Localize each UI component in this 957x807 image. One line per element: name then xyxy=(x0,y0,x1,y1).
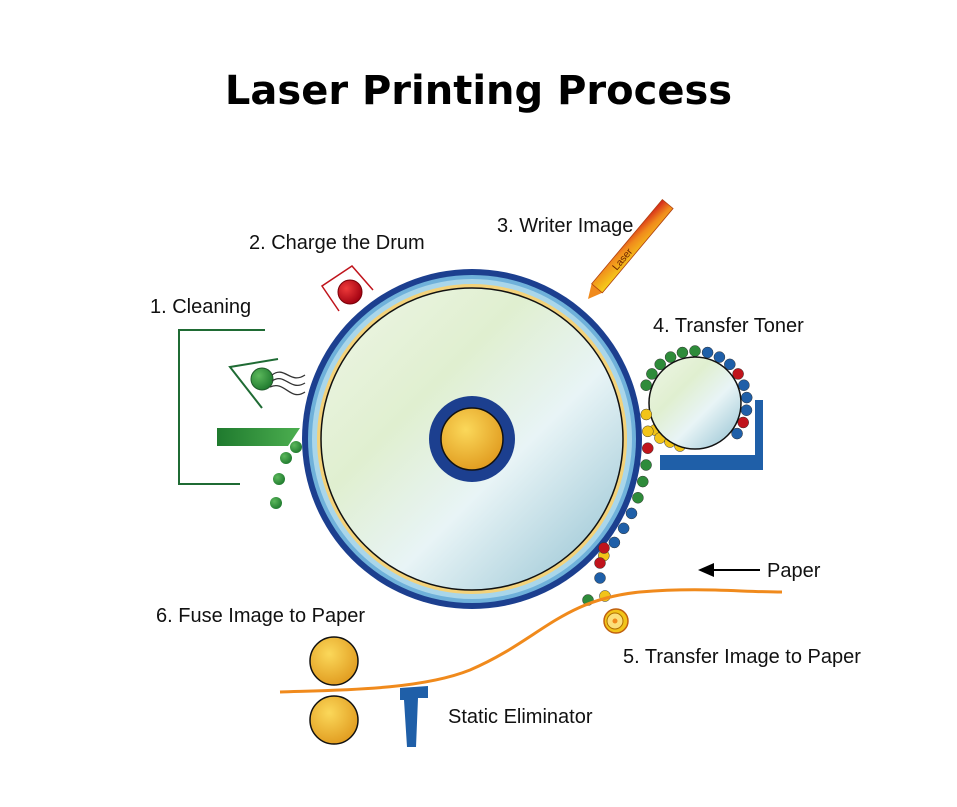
toner-particle xyxy=(737,416,749,429)
toner-particle xyxy=(594,557,606,569)
toner-particle xyxy=(724,358,736,371)
toner-particle xyxy=(646,368,658,380)
toner-particle xyxy=(608,536,621,549)
toner-particle xyxy=(740,404,753,416)
cleaning-unit xyxy=(178,329,306,509)
toner-particle xyxy=(594,572,606,584)
label-static-eliminator: Static Eliminator xyxy=(448,706,593,728)
label-fuse: 6. Fuse Image to Paper xyxy=(156,605,365,627)
toner-particle xyxy=(713,351,726,363)
paper-arrow-icon xyxy=(698,563,760,577)
toner-particle xyxy=(676,346,689,359)
toner-particle xyxy=(640,408,653,421)
toner-particle xyxy=(654,358,666,371)
charge-roller xyxy=(320,265,374,312)
paper-path xyxy=(279,588,783,694)
label-cleaning: 1. Cleaning xyxy=(150,296,251,318)
label-writer: 3. Writer Image xyxy=(497,215,633,237)
toner-roller xyxy=(640,345,763,470)
toner-particle xyxy=(640,459,652,471)
toner-particle xyxy=(664,351,677,363)
toner-particle xyxy=(732,368,744,380)
static-eliminator xyxy=(400,686,428,747)
toner-particle xyxy=(642,442,654,454)
toner-particle xyxy=(731,427,743,440)
label-transfer-image: 5. Transfer Image to Paper xyxy=(623,646,861,668)
toner-particle xyxy=(617,522,630,535)
fuser-rollers xyxy=(309,636,359,745)
toner-particle xyxy=(632,492,644,504)
label-charge: 2. Charge the Drum xyxy=(249,232,425,254)
toner-particle xyxy=(701,346,714,359)
toner-particles xyxy=(582,408,654,606)
photoconductor-drum xyxy=(302,269,642,609)
toner-particle xyxy=(640,379,652,391)
page-title: Laser Printing Process xyxy=(224,68,733,114)
toner-particle xyxy=(642,425,654,438)
toner-particle xyxy=(738,379,750,391)
transfer-roller xyxy=(603,608,629,634)
toner-particle xyxy=(689,345,701,357)
label-transfer-toner: 4. Transfer Toner xyxy=(653,315,804,337)
toner-particle xyxy=(598,542,610,554)
toner-particle xyxy=(625,507,638,520)
toner-particle xyxy=(637,475,649,488)
label-paper: Paper xyxy=(767,560,821,582)
toner-particle xyxy=(740,391,753,404)
